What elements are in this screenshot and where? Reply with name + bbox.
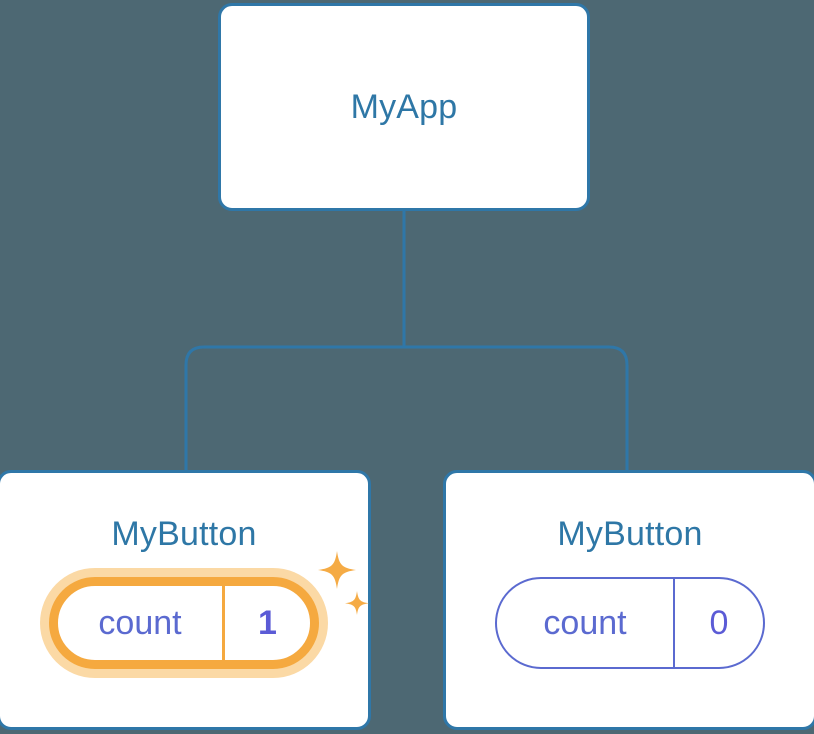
connector-branch-left xyxy=(184,345,404,470)
connector-branch-right xyxy=(404,345,629,470)
state-pill-highlighted[interactable]: count 1 xyxy=(49,551,369,669)
node-mybutton-0[interactable]: MyButton count 1 xyxy=(0,470,371,730)
state-key: count xyxy=(543,603,627,642)
state-pill-normal[interactable]: count 0 xyxy=(495,577,765,669)
node-title: MyButton xyxy=(111,515,257,553)
sparkle-group xyxy=(315,547,371,623)
sparkle-icon-large xyxy=(318,551,356,589)
node-title: MyApp xyxy=(350,88,458,126)
sparkle-icon-small xyxy=(345,591,369,615)
state-pill[interactable]: count 0 xyxy=(495,577,765,669)
node-myapp[interactable]: MyApp xyxy=(218,3,590,211)
node-title: MyButton xyxy=(557,515,703,553)
state-key: count xyxy=(98,603,182,642)
state-value: 1 xyxy=(222,586,310,660)
node-mybutton-1[interactable]: MyButton count 0 xyxy=(443,470,814,730)
state-pill[interactable]: count 1 xyxy=(49,577,319,669)
state-value: 0 xyxy=(673,579,763,667)
